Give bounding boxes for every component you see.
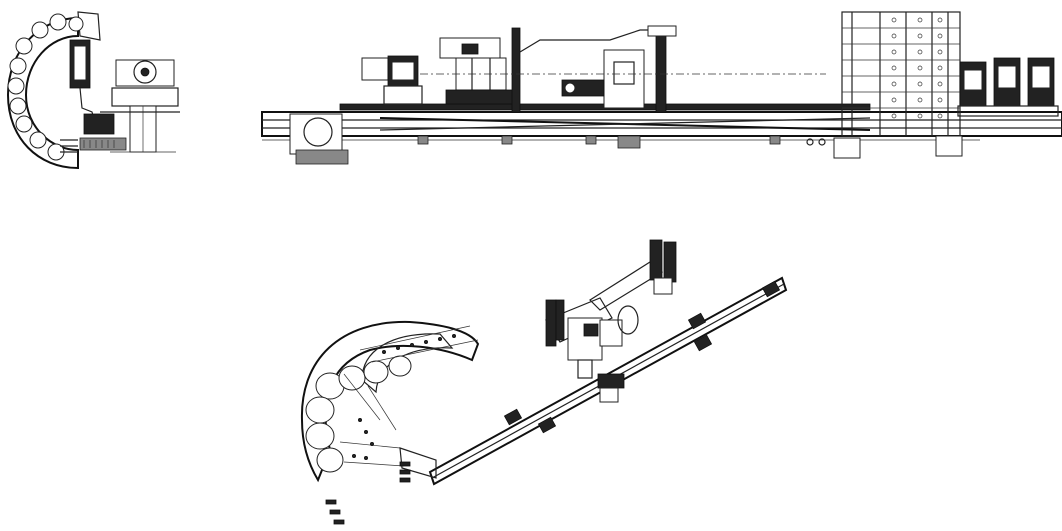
iso-gripper-left-b (555, 299, 565, 341)
front-feet (417, 135, 781, 149)
iso-main-beam (428, 276, 788, 486)
side-gear-box (111, 87, 179, 107)
iso-carriage-neck (577, 359, 593, 379)
side-gripper-window (73, 45, 87, 81)
front-center-head-block (461, 43, 479, 55)
front-center-base (445, 89, 517, 105)
side-motor-flange (133, 60, 157, 84)
iso-carriage-badge (583, 323, 599, 337)
front-right-motor-cap (564, 82, 576, 94)
side-base-plate (79, 137, 127, 151)
front-view (261, 11, 1062, 165)
side-base-ticks (83, 140, 115, 148)
front-left-housing (289, 113, 343, 155)
side-drum-circles (7, 13, 84, 161)
iso-beam-brackets (503, 280, 781, 434)
front-right-window (613, 61, 635, 85)
iso-upper-gripper-base (653, 277, 673, 295)
front-left-mount (383, 85, 423, 105)
side-view (6, 11, 180, 170)
front-mid-pad (833, 137, 861, 159)
front-post-left (511, 27, 521, 113)
iso-motor-end (617, 305, 639, 335)
iso-drum-rollers (305, 355, 412, 473)
front-bolt-a (806, 138, 814, 146)
front-post-cap (647, 25, 677, 37)
front-magazine-frame (841, 11, 961, 137)
front-diagonal-bar-b (379, 117, 871, 131)
iso-gripper-left (545, 299, 557, 347)
front-right-body (603, 49, 645, 109)
front-magazine-holes (891, 17, 943, 119)
iso-upper-gripper-a (649, 239, 663, 281)
iso-carriage-foot (597, 373, 625, 389)
isometric-view (300, 239, 788, 525)
front-left-drum (303, 117, 333, 147)
side-motor-shaft (140, 67, 150, 77)
iso-motor-housing (599, 319, 623, 347)
front-left-foot (295, 149, 349, 165)
front-right-pad (935, 135, 963, 157)
side-drum-frame (6, 16, 79, 170)
front-bolt-b (818, 138, 826, 146)
iso-drum-fingers (325, 461, 411, 525)
iso-drum-tubes (339, 325, 479, 467)
iso-carriage-foot-lower (599, 387, 619, 403)
front-link-bar (519, 29, 656, 53)
front-left-motor (361, 57, 389, 81)
front-left-gearbox-face (391, 61, 415, 81)
iso-drum-bracket (399, 447, 437, 479)
side-drive-block (83, 113, 115, 135)
iso-upper-gripper-b (663, 241, 677, 283)
front-right-motors (957, 57, 1059, 117)
front-post-right (655, 27, 667, 113)
iso-drum-holes (351, 333, 456, 460)
